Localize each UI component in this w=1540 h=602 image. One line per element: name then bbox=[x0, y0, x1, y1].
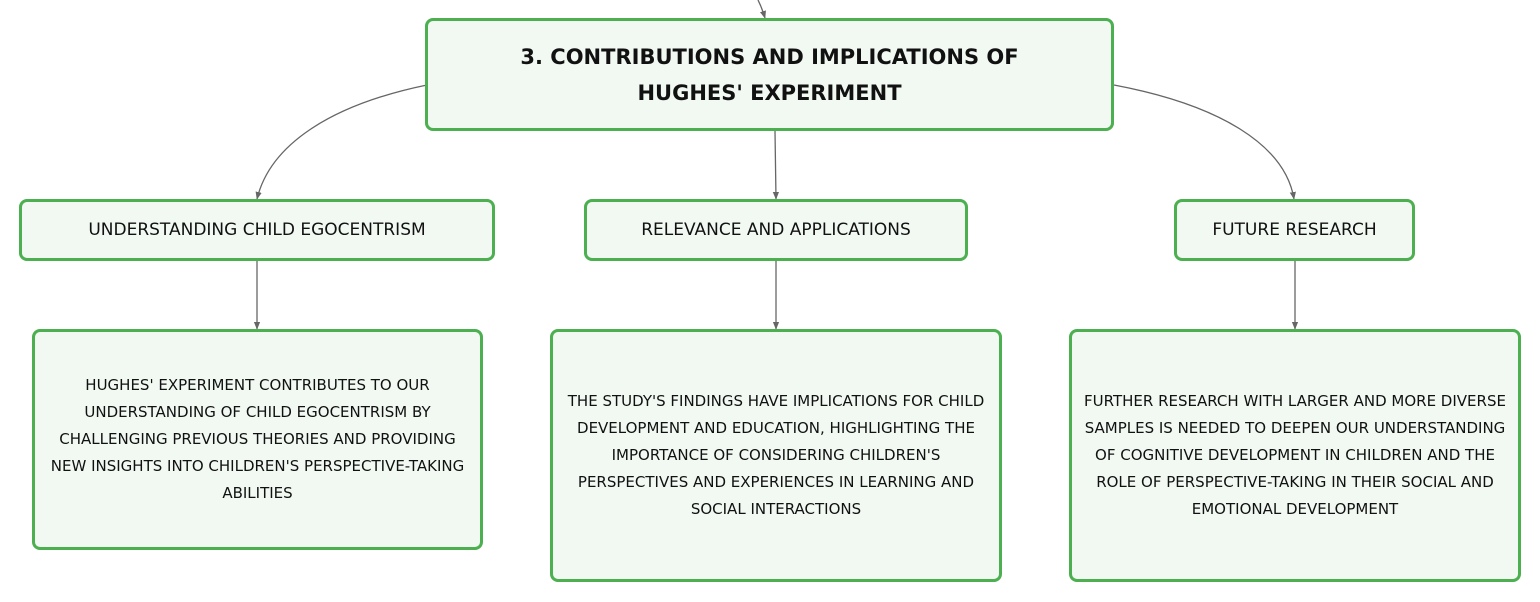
branch-node-future-research[interactable]: FUTURE RESEARCH bbox=[1174, 199, 1415, 261]
detail-node-child-egocentrism[interactable]: HUGHES' EXPERIMENT CONTRIBUTES TO OUR UN… bbox=[32, 329, 483, 550]
branch-label: UNDERSTANDING CHILD EGOCENTRISM bbox=[88, 220, 426, 240]
connector-root-to-branch-3 bbox=[1113, 84, 1296, 200]
branch-label: RELEVANCE AND APPLICATIONS bbox=[641, 220, 911, 240]
detail-text: HUGHES' EXPERIMENT CONTRIBUTES TO OUR UN… bbox=[50, 376, 465, 502]
detail-node-future-research[interactable]: FURTHER RESEARCH WITH LARGER AND MORE DI… bbox=[1069, 329, 1521, 582]
detail-text: THE STUDY'S FINDINGS HAVE IMPLICATIONS F… bbox=[567, 392, 985, 518]
root-topic-node[interactable]: 3. CONTRIBUTIONS AND IMPLICATIONS OF HUG… bbox=[425, 18, 1114, 131]
connector-incoming bbox=[757, 0, 766, 19]
connector-root-to-branch-2 bbox=[772, 130, 780, 200]
connector-root-to-branch-1 bbox=[255, 84, 428, 200]
detail-text: FURTHER RESEARCH WITH LARGER AND MORE DI… bbox=[1084, 392, 1506, 518]
root-topic-label: 3. CONTRIBUTIONS AND IMPLICATIONS OF HUG… bbox=[520, 44, 1019, 105]
branch-node-understanding-child-egocentrism[interactable]: UNDERSTANDING CHILD EGOCENTRISM bbox=[19, 199, 495, 261]
branch-node-relevance-and-applications[interactable]: RELEVANCE AND APPLICATIONS bbox=[584, 199, 968, 261]
detail-node-relevance-applications[interactable]: THE STUDY'S FINDINGS HAVE IMPLICATIONS F… bbox=[550, 329, 1002, 582]
branch-label: FUTURE RESEARCH bbox=[1212, 220, 1377, 240]
